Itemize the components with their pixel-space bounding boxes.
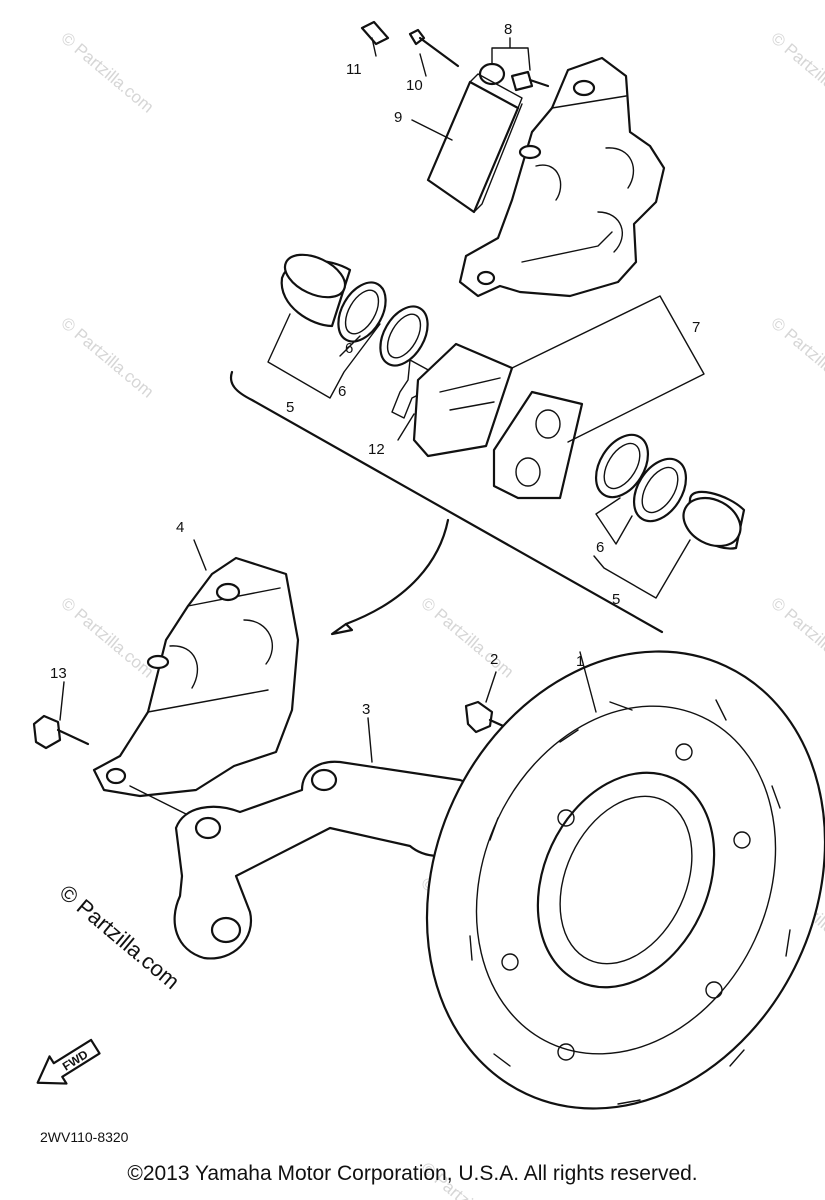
callout-6: 6: [345, 340, 353, 357]
callout-11: 11: [346, 61, 362, 78]
callout-6: 6: [596, 539, 604, 556]
seal-ring-right: [594, 433, 688, 523]
callout-4: 4: [176, 519, 184, 536]
piston-right: [682, 490, 746, 550]
callout-6: 6: [338, 383, 346, 400]
brake-pad-kit: [412, 342, 584, 500]
callout-7: 7: [692, 319, 700, 336]
callout-10: 10: [406, 77, 423, 94]
watermark-text: © Partzilla.com: [767, 29, 825, 117]
callout-13: 13: [50, 665, 67, 682]
brake-disc: [425, 650, 825, 1110]
watermark-text: © Partzilla.com: [767, 314, 825, 402]
watermark-text: © Partzilla.com: [767, 594, 825, 682]
exploded-group-bracket: [229, 370, 664, 636]
watermark-text: © Partzilla.com: [57, 314, 157, 402]
disc-bolt: [464, 700, 514, 734]
piston-left: [280, 253, 352, 328]
watermark-prominent: © Partzilla.com: [55, 880, 185, 994]
copyright-notice: ©2013 Yamaha Motor Corporation, U.S.A. A…: [127, 1162, 698, 1185]
caliper-assembly: [92, 556, 300, 798]
clip: [360, 20, 390, 46]
watermark-text: © Partzilla.com: [57, 29, 157, 117]
callout-12: 12: [368, 441, 385, 458]
pad-pin: [408, 28, 460, 68]
forward-arrow-icon: FWD: [36, 1038, 101, 1085]
brake-pad-upper: [426, 73, 523, 214]
watermark-text: © Partzilla.com: [417, 594, 517, 682]
callout-3: 3: [362, 701, 370, 718]
callout-2: 2: [490, 651, 498, 668]
diagram-code: 2WV110-8320: [40, 1129, 129, 1145]
bracket-bolt: [32, 714, 90, 750]
watermark-text: © Partzilla.com: [57, 594, 157, 682]
seal-ring-left: [337, 281, 429, 367]
callout-5: 5: [286, 399, 294, 416]
callout-1: 1: [576, 653, 584, 670]
leader-lines: [59, 37, 705, 815]
callout-9: 9: [394, 109, 402, 126]
callout-8: 8: [504, 21, 512, 38]
bleed-screw: [478, 62, 550, 92]
callout-5: 5: [612, 591, 620, 608]
caliper-upper: [458, 56, 666, 298]
